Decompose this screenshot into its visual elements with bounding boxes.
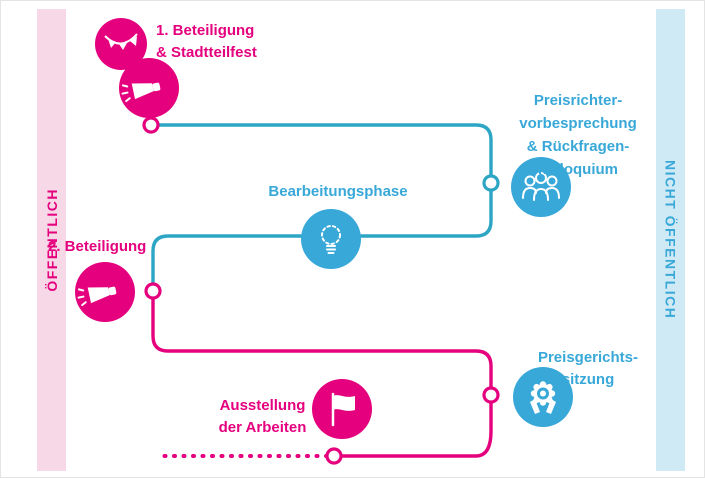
label-line: Bearbeitungsphase (268, 183, 408, 200)
label-line: & Stadtteilfest (156, 44, 257, 61)
label-line: der Arbeiten (218, 419, 307, 436)
label-line: sitzung (561, 371, 615, 388)
node-beteiligung-1 (142, 116, 160, 134)
award-icon (513, 367, 573, 427)
bunting-icon (95, 18, 147, 70)
node-preisgericht (482, 386, 500, 404)
public-band: ÖFFENTLICH (37, 9, 66, 471)
label-preisrichter-vorbesprechung: Preisrichter- vorbesprechung & Rückfrage… (493, 89, 663, 181)
label-ausstellung: Ausstellung der Arbeiten (200, 395, 325, 439)
flag-icon (312, 379, 372, 439)
label-line: & Rückfragen- (526, 138, 630, 155)
label-bearbeitungsphase: Bearbeitungsphase (238, 181, 438, 203)
node-beteiligung-2 (144, 282, 162, 300)
megaphone-icon (119, 58, 179, 118)
label-beteiligung-1: 1. Beteiligung & Stadtteilfest (156, 20, 257, 64)
node-ausstellung (325, 447, 343, 465)
label-preisgerichtssitzung: Preisgerichts- sitzung (518, 347, 658, 391)
flow-path-phase-1 (149, 123, 493, 293)
label-line: 2. Beteiligung (48, 238, 147, 255)
label-line: Ausstellung (219, 397, 306, 414)
flow-path-phase-2 (151, 289, 493, 458)
megaphone-icon (75, 262, 135, 322)
lightbulb-icon (301, 209, 361, 269)
label-line: Preisrichter- (533, 92, 623, 109)
non-public-band: NICHT ÖFFENTLICH (656, 9, 685, 471)
label-line: kolloquium (538, 161, 618, 178)
jury-icon (511, 157, 571, 217)
label-beteiligung-2: 2. Beteiligung (48, 236, 146, 258)
label-line: vorbesprechung (519, 115, 637, 132)
node-preisrichter (482, 174, 500, 192)
non-public-band-label: NICHT ÖFFENTLICH (662, 160, 679, 320)
label-line: 1. Beteiligung (156, 22, 255, 39)
label-line: Preisgerichts- (537, 349, 639, 366)
